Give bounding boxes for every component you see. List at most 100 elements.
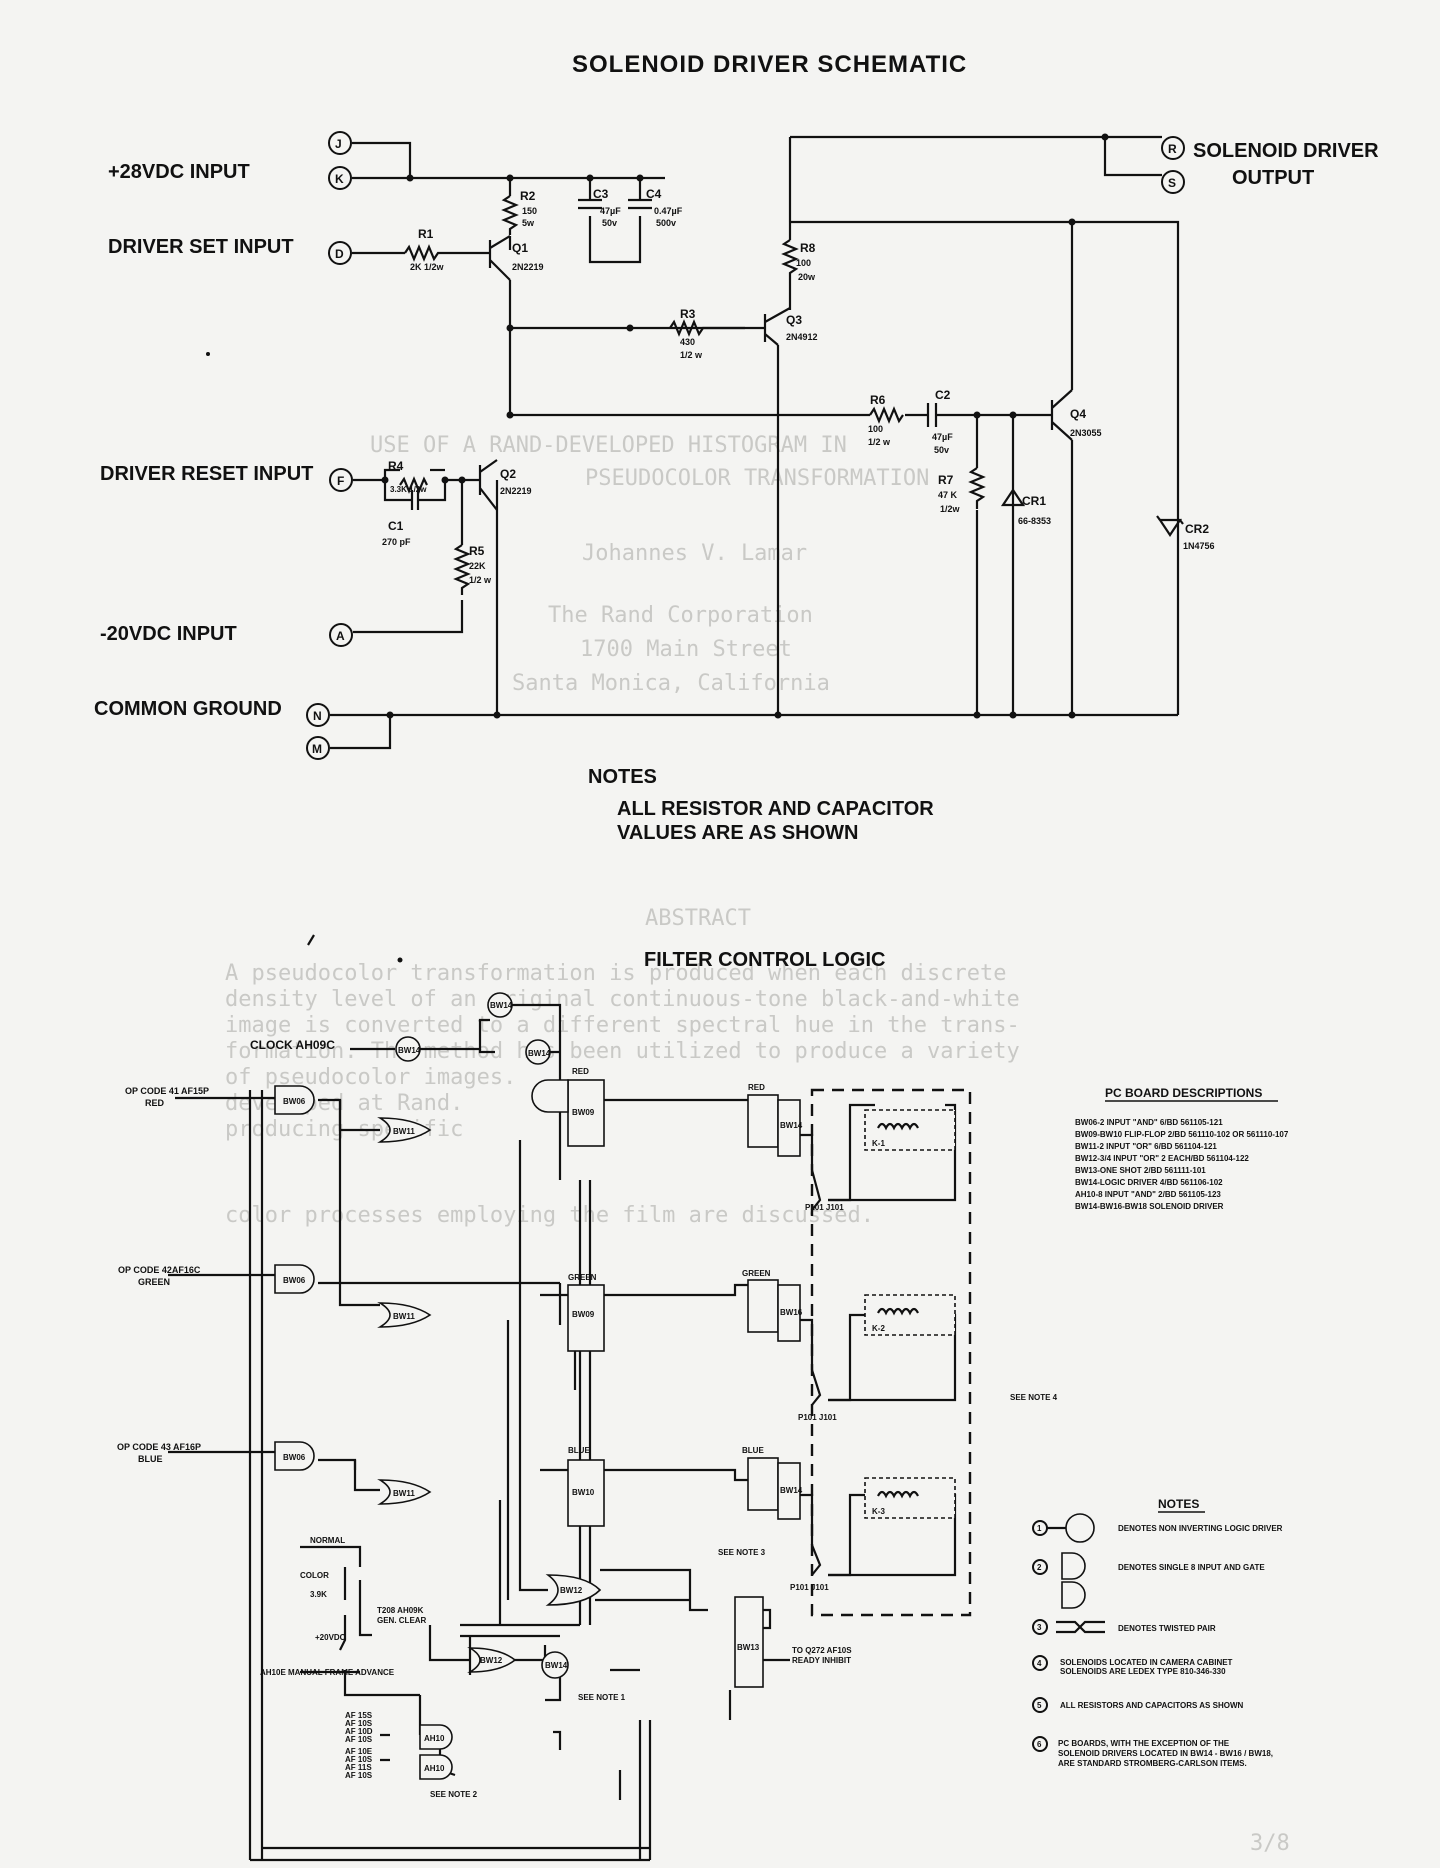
camera-cabinet-outline (810, 1088, 972, 1617)
capacitor-symbols (400, 198, 945, 510)
svg-text:S: S (1168, 176, 1176, 190)
logic-notes-title: NOTES (1158, 1497, 1199, 1511)
svg-text:BW11: BW11 (393, 1312, 415, 1321)
svg-text:430: 430 (680, 337, 695, 347)
svg-text:BW14: BW14 (528, 1049, 551, 1058)
svg-text:AH10: AH10 (424, 1734, 445, 1743)
pc-board-lines: BW06-2 INPUT "AND" 6/BD 561105-121 BW09-… (1075, 1118, 1289, 1211)
op41-color: RED (145, 1098, 165, 1108)
common-ground-label: COMMON GROUND (94, 698, 282, 720)
svg-text:500v: 500v (656, 218, 676, 228)
svg-text:R3: R3 (680, 307, 696, 321)
svg-text:R2: R2 (520, 189, 536, 203)
clock-label: CLOCK AH09C (250, 1038, 335, 1052)
svg-text:PSEUDOCOLOR TRANSFORMATION: PSEUDOCOLOR TRANSFORMATION (585, 466, 929, 491)
svg-text:developed at Rand.: developed at Rand. (225, 1091, 463, 1116)
svg-text:BW14: BW14 (490, 1001, 513, 1010)
svg-text:BW09: BW09 (572, 1310, 595, 1319)
svg-text:+20VDC: +20VDC (315, 1633, 346, 1642)
minus20-input-label: -20VDC INPUT (100, 623, 237, 645)
svg-text:66-8353: 66-8353 (1018, 516, 1051, 526)
svg-text:100: 100 (796, 258, 811, 268)
svg-text:formation. The method has been: formation. The method has been utilized … (225, 1039, 1020, 1064)
svg-text:1/2 w: 1/2 w (680, 350, 703, 360)
svg-text:RED: RED (572, 1067, 589, 1076)
svg-text:BW06-2 INPUT "AND" 6/BD 561105: BW06-2 INPUT "AND" 6/BD 561105-121 (1075, 1118, 1223, 1127)
svg-text:AF 10S: AF 10S (345, 1735, 373, 1744)
svg-text:F: F (337, 474, 344, 488)
svg-text:ALL RESISTORS AND CAPACITORS A: ALL RESISTORS AND CAPACITORS AS SHOWN (1060, 1701, 1243, 1710)
svg-text:C1: C1 (388, 519, 404, 533)
svg-text:R4: R4 (388, 459, 404, 473)
logic-title: FILTER CONTROL LOGIC (644, 949, 885, 971)
svg-text:22K: 22K (469, 561, 486, 571)
svg-text:of pseudocolor images.: of pseudocolor images. (225, 1065, 516, 1090)
page-number: 3/8 (1250, 1831, 1290, 1856)
svg-text:AF 10E: AF 10E (345, 1747, 373, 1756)
svg-text:ABSTRACT: ABSTRACT (645, 906, 751, 931)
plug-label-1: P101 J101 (805, 1203, 844, 1212)
svg-text:47µF: 47µF (600, 206, 621, 216)
svg-text:AH10-8 INPUT "AND" 2/BD 561105: AH10-8 INPUT "AND" 2/BD 561105-123 (1075, 1190, 1221, 1199)
svg-text:0.47µF: 0.47µF (654, 206, 683, 216)
op42-label: OP CODE 42AF16C (118, 1265, 201, 1275)
op42-color: GREEN (138, 1277, 170, 1287)
svg-text:BW12: BW12 (480, 1656, 503, 1665)
svg-text:150: 150 (522, 206, 537, 216)
driver-set-input-label: DRIVER SET INPUT (108, 236, 294, 258)
svg-text:AF 10D: AF 10D (345, 1727, 373, 1736)
svg-text:BW14-BW16-BW18 SOLENOID DRIVER: BW14-BW16-BW18 SOLENOID DRIVER (1075, 1202, 1224, 1211)
svg-text:Q1: Q1 (512, 241, 528, 255)
svg-text:BW11: BW11 (393, 1127, 415, 1136)
svg-text:Q4: Q4 (1070, 407, 1086, 421)
svg-text:SOLENOIDS LOCATED IN CAMERA CA: SOLENOIDS LOCATED IN CAMERA CABINET (1060, 1658, 1233, 1667)
svg-text:C4: C4 (646, 187, 662, 201)
svg-text:AH10E MANUAL FRAME ADVANCE: AH10E MANUAL FRAME ADVANCE (260, 1668, 395, 1677)
svg-text:BW12-3/4 INPUT "OR" 2 EACH/BD: BW12-3/4 INPUT "OR" 2 EACH/BD 561104-122 (1075, 1154, 1249, 1163)
svg-text:C3: C3 (593, 187, 609, 201)
svg-text:CR1: CR1 (1022, 494, 1046, 508)
svg-text:GREEN: GREEN (568, 1273, 597, 1282)
svg-text:GEN. CLEAR: GEN. CLEAR (377, 1616, 427, 1625)
svg-text:R7: R7 (938, 473, 954, 487)
svg-text:2K 1/2w: 2K 1/2w (410, 262, 445, 272)
svg-text:BW14: BW14 (780, 1486, 803, 1495)
svg-text:BLUE: BLUE (568, 1446, 590, 1455)
svg-text:BLUE: BLUE (742, 1446, 764, 1455)
svg-text:NORMAL: NORMAL (310, 1536, 345, 1545)
svg-text:RED: RED (748, 1083, 765, 1092)
svg-text:R1: R1 (418, 227, 434, 241)
svg-text:R6: R6 (870, 393, 886, 407)
svg-text:DENOTES NON INVERTING LOGIC DR: DENOTES NON INVERTING LOGIC DRIVER (1118, 1524, 1283, 1533)
svg-text:R: R (1168, 142, 1177, 156)
svg-text:5w: 5w (522, 218, 535, 228)
svg-text:100: 100 (868, 424, 883, 434)
svg-text:The Rand Corporation: The Rand Corporation (548, 603, 813, 628)
plug-label-2: P101 J101 (798, 1413, 837, 1422)
svg-text:color processes employing the: color processes employing the film are d… (225, 1203, 874, 1228)
svg-text:K-1: K-1 (872, 1139, 885, 1148)
svg-text:3.9K: 3.9K (310, 1590, 327, 1599)
transistor-symbols (478, 235, 1073, 511)
svg-text:BW14: BW14 (780, 1121, 803, 1130)
svg-text:TO Q272 AF10S: TO Q272 AF10S (792, 1646, 852, 1655)
svg-text:BW14: BW14 (545, 1661, 568, 1670)
svg-text:K-2: K-2 (872, 1324, 885, 1333)
show-through-text: USE OF A RAND-DEVELOPED HISTOGRAM IN PSE… (225, 433, 1020, 1228)
svg-text:BW09-BW10 FLIP-FLOP 2/BD 56111: BW09-BW10 FLIP-FLOP 2/BD 561110-102 OR 5… (1075, 1130, 1289, 1139)
svg-text:CR2: CR2 (1185, 522, 1209, 536)
pc-board-title: PC BOARD DESCRIPTIONS (1105, 1086, 1262, 1100)
svg-text:density level of an original c: density level of an original continuous-… (225, 987, 1020, 1012)
svg-text:2N4912: 2N4912 (786, 332, 818, 342)
svg-text:AF 10S: AF 10S (345, 1719, 373, 1728)
svg-text:R5: R5 (469, 544, 485, 558)
svg-text:K: K (335, 172, 344, 186)
svg-text:1/2 w: 1/2 w (868, 437, 891, 447)
svg-text:SEE NOTE 3: SEE NOTE 3 (718, 1548, 766, 1557)
solenoid-output-label-1: SOLENOID DRIVER (1193, 140, 1379, 162)
svg-text:47µF: 47µF (932, 432, 953, 442)
svg-text:BW11-2 INPUT "OR" 6/BD 561104-: BW11-2 INPUT "OR" 6/BD 561104-121 (1075, 1142, 1217, 1151)
logic-misc-labels: NORMAL COLOR 3.9K +20VDC T208 AH09K GEN.… (260, 1393, 1058, 1799)
svg-text:Santa Monica, California: Santa Monica, California (512, 671, 830, 696)
